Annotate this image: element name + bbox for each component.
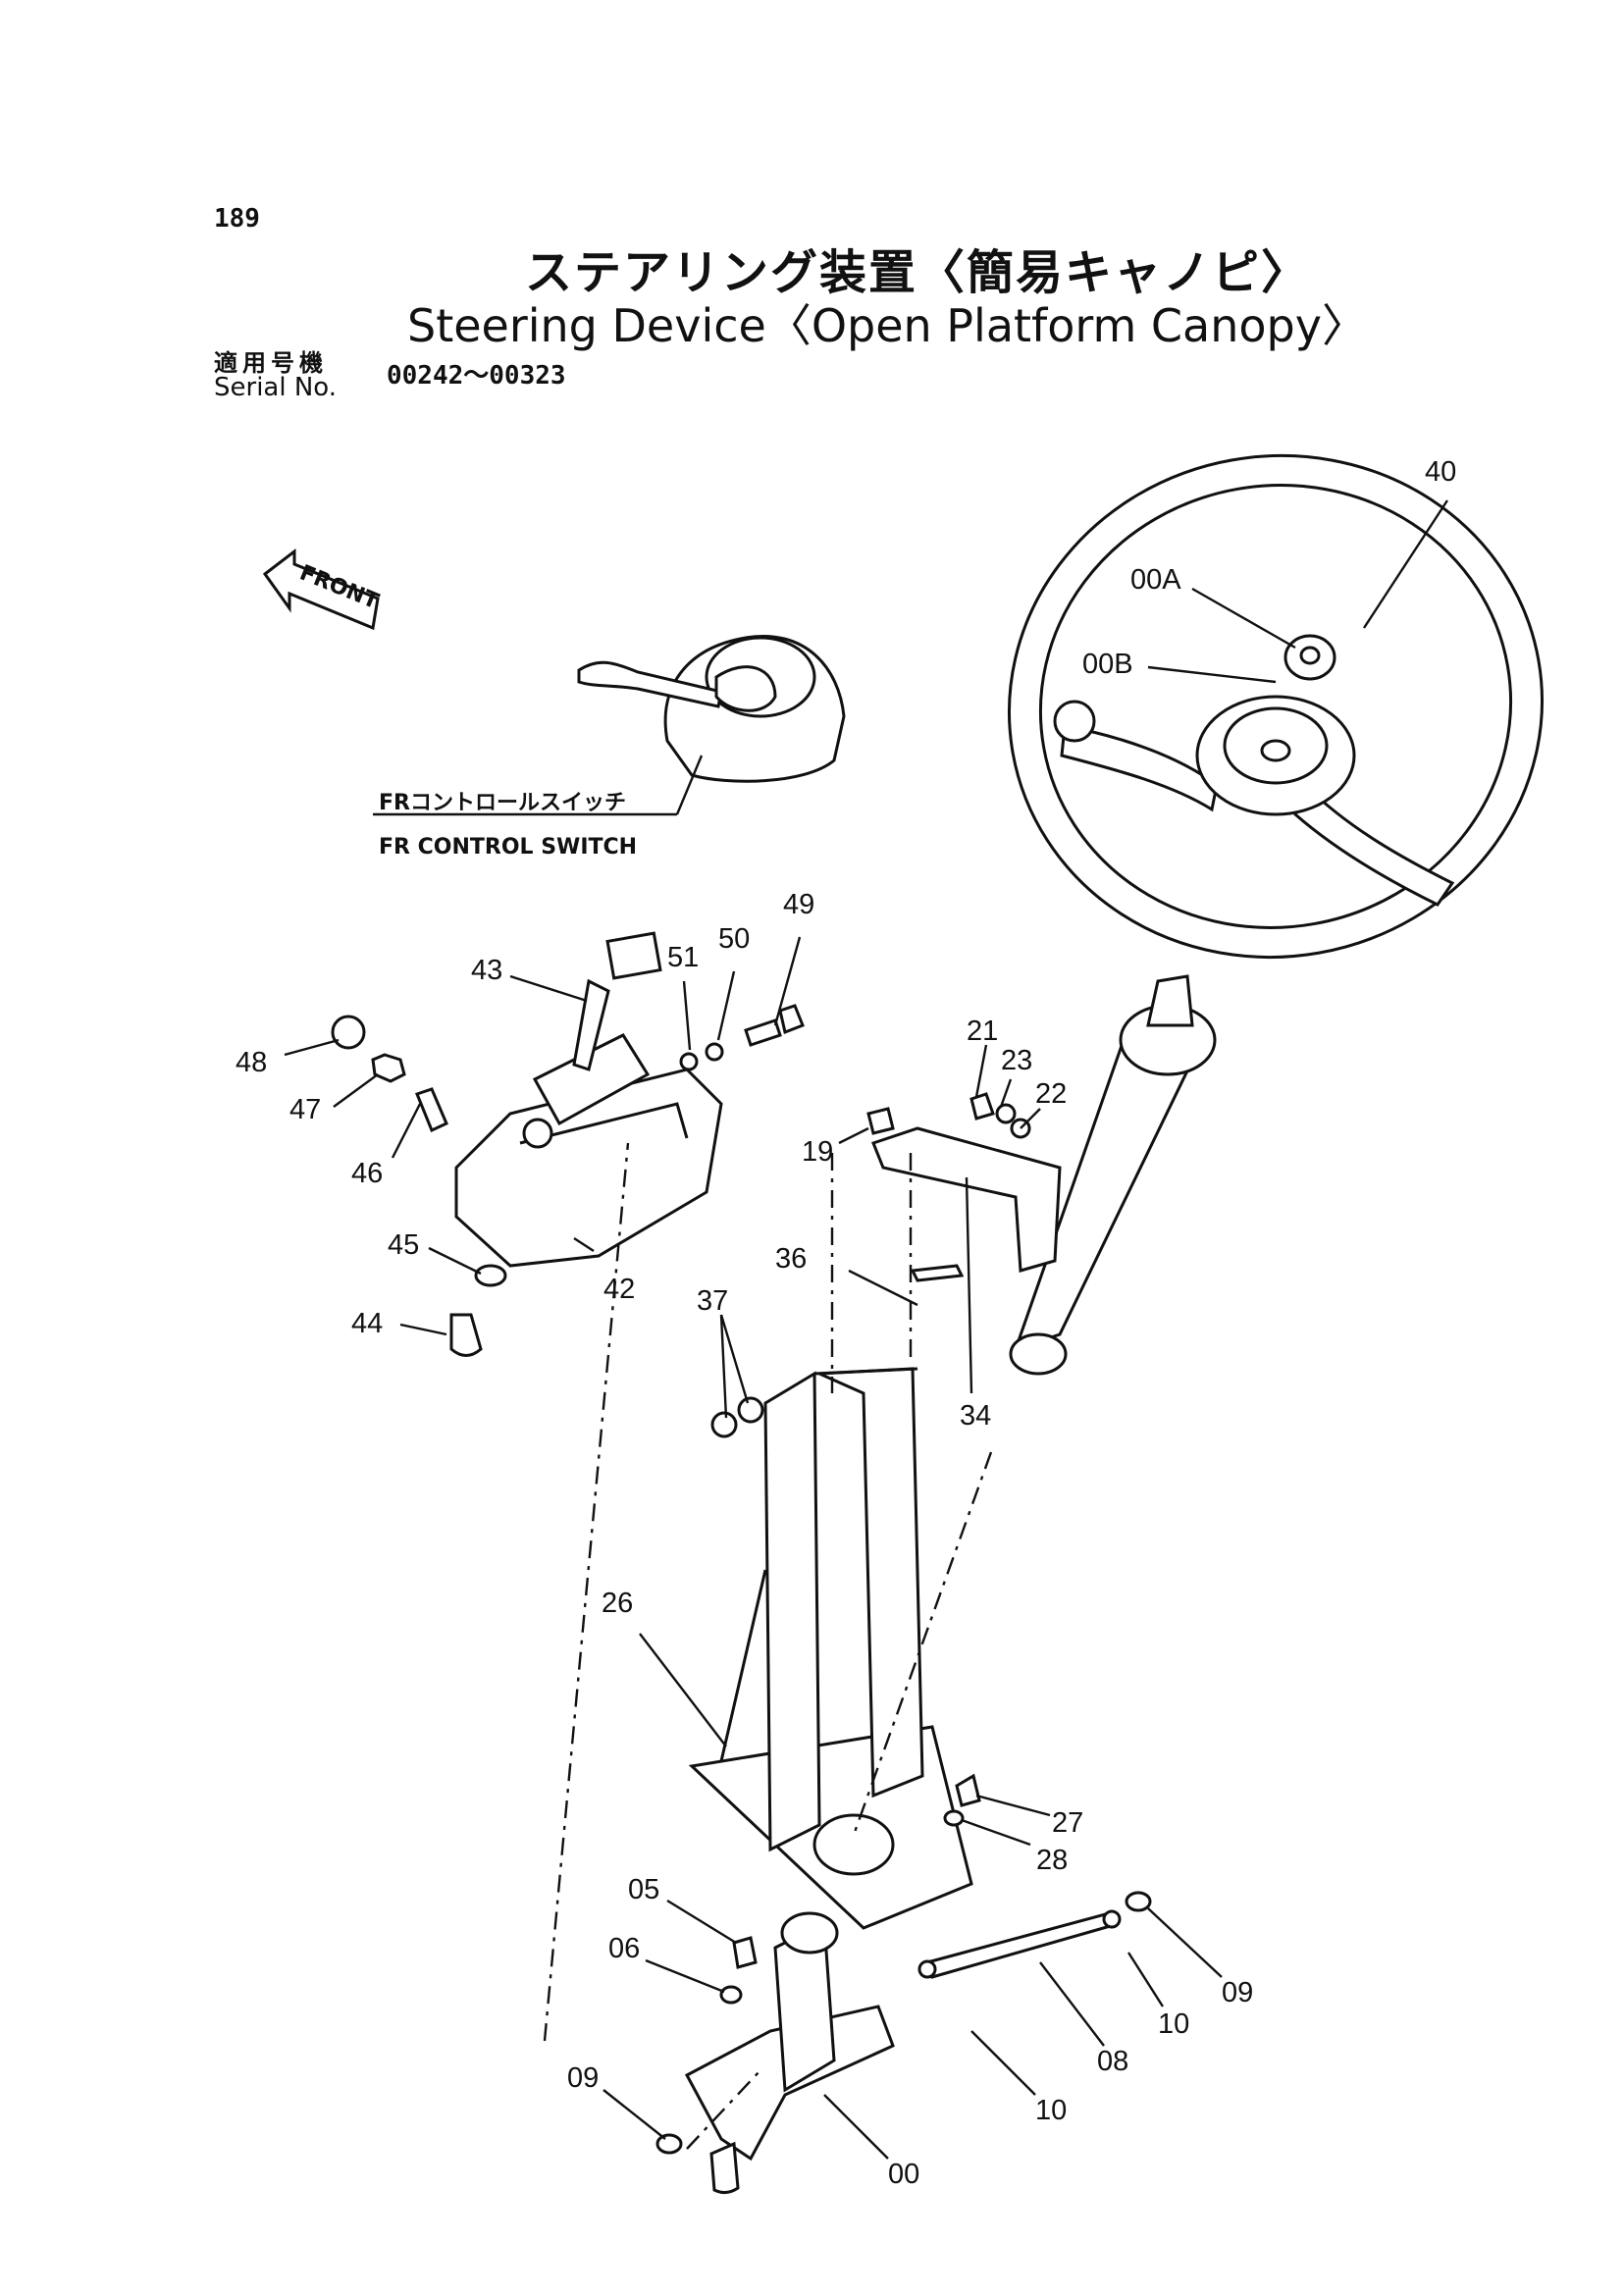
- part-label: 06: [608, 1933, 640, 1964]
- part-label: 22: [1035, 1078, 1067, 1110]
- bottom-linkage: [655, 1891, 1152, 2195]
- part-label: 34: [960, 1400, 991, 1432]
- part-label: 42: [603, 1274, 635, 1305]
- lever-bracket: [331, 931, 805, 1357]
- part-labels: 40 00A 00B 49 50 51 43 48 47 46 45 42 44…: [236, 456, 1456, 2190]
- fr-switch-label-jp: FRコントロールスイッチ: [379, 791, 626, 815]
- part-label: 50: [718, 923, 750, 955]
- steering-column: [866, 974, 1217, 1376]
- part-label: 23: [1001, 1045, 1032, 1076]
- part-label: 27: [1052, 1807, 1083, 1839]
- part-label: 09: [567, 2062, 599, 2094]
- page-number: 189: [214, 204, 260, 234]
- page-title-japanese: ステアリング装置〈簡易キャノピ〉: [525, 245, 1311, 300]
- fr-switch-label-en: FR CONTROL SWITCH: [379, 835, 637, 860]
- part-label: 37: [697, 1285, 728, 1317]
- part-label: 47: [289, 1094, 321, 1125]
- part-label: 10: [1035, 2095, 1067, 2126]
- serial-number-range: 00242～00323: [387, 361, 566, 391]
- serial-label-japanese: 適用号機: [214, 349, 328, 377]
- stand-frame: [688, 1367, 981, 1930]
- part-label: 00A: [1130, 564, 1181, 596]
- part-label: 21: [967, 1016, 998, 1047]
- part-label: 45: [388, 1229, 419, 1261]
- part-label: 51: [667, 942, 699, 973]
- serial-label-english: Serial No.: [214, 373, 337, 402]
- part-label: 10: [1158, 2008, 1189, 2040]
- part-label: 43: [471, 955, 502, 986]
- part-label: 40: [1425, 456, 1456, 488]
- part-label: 05: [628, 1874, 659, 1905]
- part-label: 09: [1222, 1977, 1253, 2008]
- steering-wheel: [1007, 453, 1545, 960]
- part-label: 26: [602, 1588, 633, 1619]
- part-label: 44: [351, 1308, 383, 1339]
- leader-lines: [284, 499, 1449, 2160]
- part-label: 36: [775, 1243, 807, 1275]
- page-title-english: Steering Device〈Open Platform Canopy〉: [407, 299, 1367, 352]
- part-label: 00: [888, 2159, 919, 2190]
- part-label: 48: [236, 1047, 267, 1078]
- part-label: 19: [802, 1136, 833, 1168]
- fr-control-switch: [577, 635, 846, 783]
- part-label: 49: [783, 889, 814, 920]
- part-label: 00B: [1082, 649, 1133, 680]
- part-label: 28: [1036, 1845, 1068, 1876]
- part-label: 46: [351, 1158, 383, 1189]
- part-label: 08: [1097, 2046, 1128, 2077]
- front-arrow-icon: FRONT: [262, 547, 382, 631]
